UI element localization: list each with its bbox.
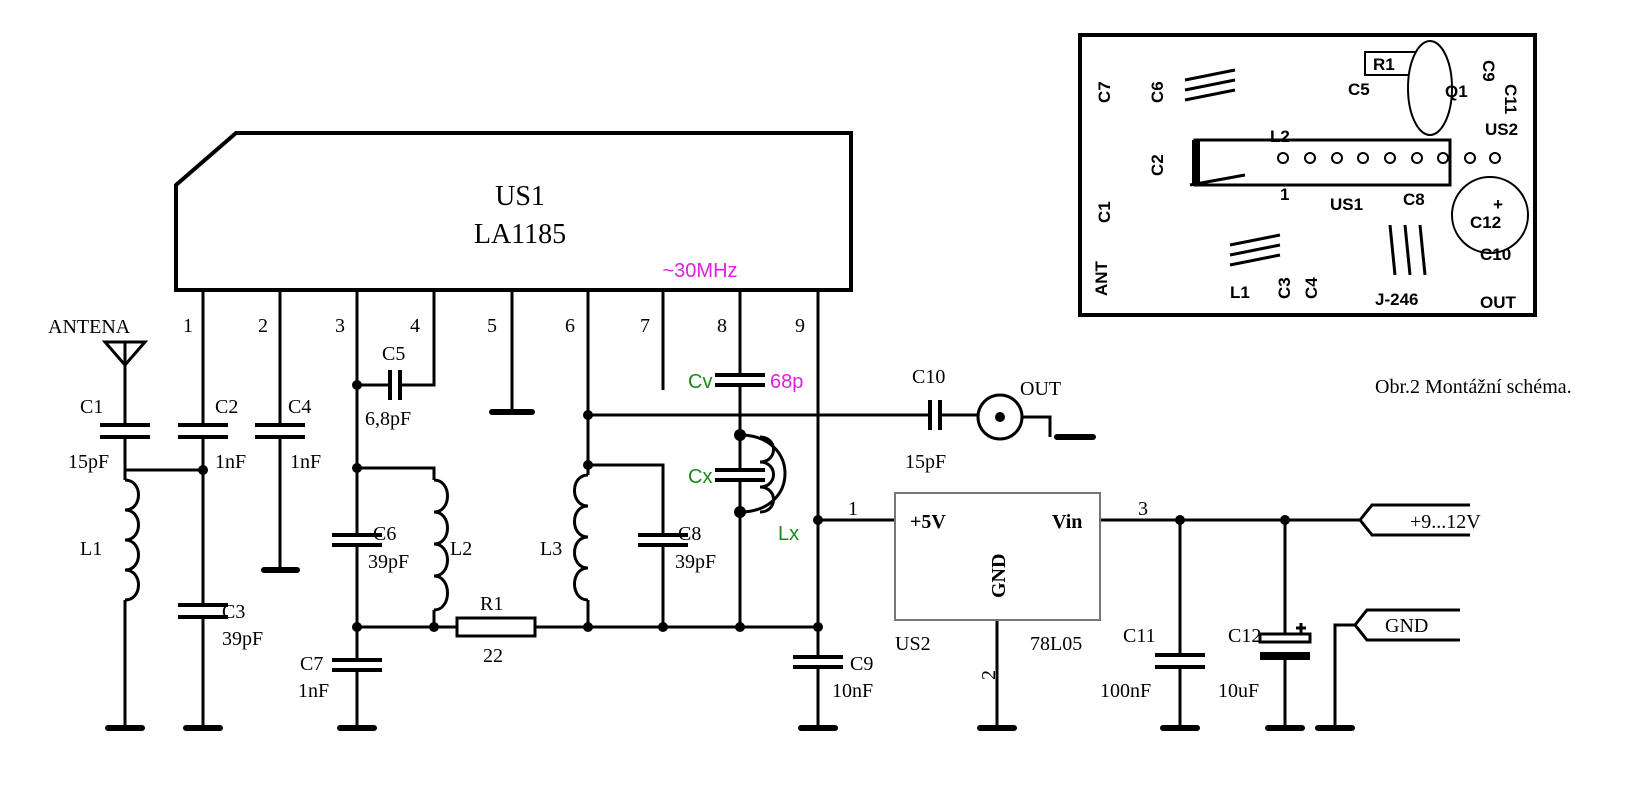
us2-out-label: +5V	[910, 511, 946, 533]
ic-us2-body	[894, 492, 1101, 621]
c12-ref: C12	[1228, 625, 1261, 647]
pcb-c12: C12	[1470, 213, 1501, 232]
antenna-icon	[101, 340, 149, 368]
pin-1: 1	[183, 315, 193, 337]
pcb-c2: C2	[1148, 154, 1167, 176]
pin-9: 9	[795, 315, 805, 337]
cv-val: 68p	[770, 371, 803, 393]
pcb-q1: Q1	[1445, 82, 1468, 101]
pcb-l2: L2	[1270, 127, 1290, 146]
us2-pin-1: 1	[848, 498, 858, 520]
pin-3: 3	[335, 315, 345, 337]
c5-ref: C5	[382, 343, 405, 365]
us2-name: US2	[895, 633, 931, 655]
resistor-r1	[455, 616, 537, 638]
us2-in-label: Vin	[1052, 511, 1082, 533]
pcb-c9: C9	[1479, 60, 1498, 82]
us2-pin-3: 3	[1138, 498, 1148, 520]
junctions	[198, 380, 1290, 632]
ic-us1-body	[174, 131, 853, 292]
cv-ref: Cv	[688, 371, 712, 393]
pin-labels: 1 2 3 4 5 6 7 8 9	[183, 315, 805, 337]
pcb-us2: US2	[1485, 120, 1518, 139]
figure-caption: Obr.2 Montážní schéma.	[1375, 376, 1572, 398]
pin-4: 4	[410, 315, 420, 337]
pcb-c3: C3	[1275, 277, 1294, 299]
l1-label: L1	[80, 538, 102, 560]
pcb-c4: C4	[1302, 277, 1321, 299]
c8-ref: C8	[678, 523, 701, 545]
us2-part: 78L05	[1030, 633, 1082, 655]
c1-val: 15pF	[68, 451, 109, 473]
c5-val: 6,8pF	[365, 408, 411, 430]
pcb-c8: C8	[1403, 190, 1425, 209]
pcb-pin1: 1	[1280, 185, 1289, 204]
c4-val: 1nF	[290, 451, 321, 473]
c3-ref: C3	[222, 601, 245, 623]
pcb-layout: C7 C6 L2 R1 C5 Q1 C9 C11 US2 C2 US1 1 C1…	[1078, 33, 1537, 317]
r1-val: 22	[483, 645, 503, 667]
pcb-c7: C7	[1095, 81, 1114, 103]
c10-val: 15pF	[905, 451, 946, 473]
pcb-us1: US1	[1330, 195, 1363, 214]
vin-terminal-label: +9...12V	[1410, 511, 1481, 533]
c9-val: 10nF	[832, 680, 873, 702]
antenna-label: ANTENA	[48, 316, 131, 338]
pcb-c6: C6	[1148, 81, 1167, 103]
ic-us1-name: US1	[495, 181, 545, 212]
ic-us1-part: LA1185	[474, 219, 566, 250]
c2-val: 1nF	[215, 451, 246, 473]
pcb-c1: C1	[1095, 201, 1114, 223]
pin-5: 5	[487, 315, 497, 337]
c9-ref: C9	[850, 653, 873, 675]
wires	[123, 290, 1470, 728]
pin-8: 8	[717, 315, 727, 337]
c1-ref: C1	[80, 396, 103, 418]
pcb-c5: C5	[1348, 80, 1370, 99]
l2-label: L2	[450, 538, 472, 560]
c10-ref: C10	[912, 366, 945, 388]
out-connector-pin	[995, 412, 1005, 422]
r1-ref: R1	[480, 593, 503, 615]
pcb-l1: L1	[1230, 283, 1250, 302]
pcb-plus: +	[1493, 195, 1503, 214]
c8-val: 39pF	[675, 551, 716, 573]
pcb-c11: C11	[1501, 84, 1520, 114]
c6-val: 39pF	[368, 551, 409, 573]
inductors	[124, 435, 775, 612]
pcb-j246: J-246	[1375, 290, 1418, 309]
grounds	[105, 409, 1355, 731]
pin-2: 2	[258, 315, 268, 337]
gnd-terminal-label: GND	[1385, 615, 1428, 637]
cx-label: Cx	[688, 466, 712, 488]
component-labels: C1 15pF C2 1nF C3 39pF C4 1nF C5 6,8pF C…	[68, 343, 1261, 702]
pcb-c10: C10	[1480, 245, 1511, 264]
out-label: OUT	[1020, 378, 1061, 400]
capacitor-plates	[100, 370, 1312, 672]
lx-label: Lx	[778, 523, 799, 545]
pcb-ant: ANT	[1092, 260, 1111, 296]
c7-ref: C7	[300, 653, 323, 675]
c2-ref: C2	[215, 396, 238, 418]
c11-val: 100nF	[1100, 680, 1151, 702]
us2-gnd-label: GND	[988, 554, 1010, 598]
c4-ref: C4	[288, 396, 311, 418]
frequency-note: ~30MHz	[662, 260, 737, 282]
pcb-out: OUT	[1480, 293, 1517, 312]
us2-pin-2: 2	[978, 670, 1000, 680]
pcb-r1: R1	[1373, 55, 1395, 74]
c11-ref: C11	[1123, 625, 1156, 647]
c3-val: 39pF	[222, 628, 263, 650]
c7-val: 1nF	[298, 680, 329, 702]
pin-7: 7	[640, 315, 650, 337]
c12-val: 10uF	[1218, 680, 1259, 702]
c6-ref: C6	[373, 523, 396, 545]
pin-6: 6	[565, 315, 575, 337]
l3-label: L3	[540, 538, 562, 560]
